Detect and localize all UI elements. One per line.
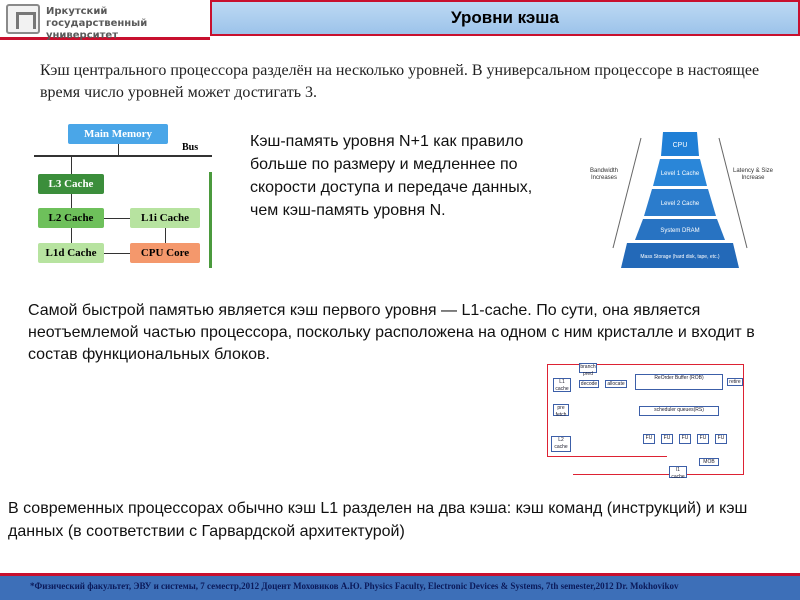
pyramid-level-storage [621, 243, 739, 268]
l2-cache-box: L2 Cache [38, 208, 104, 228]
slide-title: Уровни кэша [451, 8, 559, 27]
latency-label: Latency & Size Increase [732, 168, 774, 181]
pyramid-level-dram [635, 219, 725, 240]
pyramid-level-cpu [661, 132, 699, 156]
l1d-cache-box: L1d Cache [38, 243, 104, 263]
title-bar: Уровни кэша [210, 0, 800, 36]
pipe-wire [547, 364, 548, 456]
pyramid-label-dram: System DRAM [660, 228, 699, 234]
cache-level-paragraph: Кэш-память уровня N+1 как правило больше… [250, 133, 533, 219]
pipe-fu-5: FU [715, 434, 727, 444]
connector [165, 228, 166, 243]
connector [104, 253, 130, 254]
harvard-paragraph: В современных процессорах обычно кэш L1 … [8, 500, 748, 540]
pipe-wire [547, 364, 743, 365]
pipe-fu-3: FU [679, 434, 691, 444]
footer-text: *Физический факультет, ЭВУ и системы, 7 … [30, 581, 679, 591]
university-emblem-icon [6, 4, 40, 34]
connector [118, 144, 119, 155]
pipe-wire [743, 364, 744, 474]
footer-bar: *Физический факультет, ЭВУ и системы, 7 … [0, 573, 800, 600]
pyramid-label-storage: Mass Storage (hard disk, tape, etc.) [640, 254, 720, 260]
main-memory-box: Main Memory [68, 124, 168, 144]
logo-text: Иркутский государственный университет [46, 6, 210, 42]
left-arrow [612, 137, 642, 249]
diagram-edge [209, 172, 212, 268]
pipe-fu-4: FU [697, 434, 709, 444]
pipe-rob: ReOrder Buffer (ROB) [635, 374, 723, 390]
memory-pyramid-diagram: CPU Level 1 Cache Level 2 Cache System D… [583, 128, 777, 272]
logo-line-2: государственный университет [46, 18, 148, 41]
pipe-retire: retire [727, 378, 743, 386]
pyramid-label-l1: Level 1 Cache [661, 171, 700, 177]
pipe-allocate: allocate [605, 380, 627, 388]
logo-line-1: Иркутский [46, 6, 108, 17]
cache-hierarchy-diagram: Main Memory Bus L3 Cache L2 Cache L1i Ca… [34, 122, 212, 272]
pipe-fu-1: FU [643, 434, 655, 444]
pipe-wire [573, 474, 744, 475]
bus-line [34, 155, 212, 157]
connector [104, 218, 130, 219]
l1i-cache-box: L1i Cache [130, 208, 200, 228]
pipe-dcache: l1 cache [669, 466, 687, 480]
l3-cache-box: L3 Cache [38, 174, 104, 194]
intro-paragraph: Кэш центрального процессора разделён на … [40, 62, 760, 101]
pipe-fu-2: FU [661, 434, 673, 444]
bus-label: Bus [182, 142, 199, 153]
pyramid-label-cpu: CPU [673, 142, 688, 149]
pipe-prefetch: pre fetch [553, 404, 569, 418]
pyramid-level-l2 [644, 189, 716, 216]
pipe-l2-cache: L2 cache [551, 436, 571, 452]
bandwidth-label: Bandwidth Increases [589, 168, 619, 181]
pipe-mob: MOB [699, 458, 719, 466]
connector [71, 194, 72, 208]
pipeline-diagram: L1 cache branch pred decode allocate ReO… [543, 362, 753, 482]
pipe-branch-pred: branch pred [579, 363, 597, 377]
pyramid-svg: CPU Level 1 Cache Level 2 Cache System D… [612, 132, 748, 268]
connector [71, 228, 72, 243]
pipe-decode: decode [579, 380, 599, 388]
right-arrow [718, 137, 748, 249]
university-logo: Иркутский государственный университет [0, 0, 210, 42]
l1-cache-paragraph: Самой быстрой памятью является кэш перво… [28, 302, 755, 363]
pipe-wire [547, 456, 667, 457]
pipe-l1-cache: L1 cache [553, 378, 571, 392]
cpu-core-box: CPU Core [130, 243, 200, 263]
pyramid-level-l1 [653, 159, 707, 186]
pyramid-label-l2: Level 2 Cache [661, 201, 700, 207]
connector [71, 157, 72, 174]
pipe-scheduler: scheduler queues(RS) [639, 406, 719, 416]
